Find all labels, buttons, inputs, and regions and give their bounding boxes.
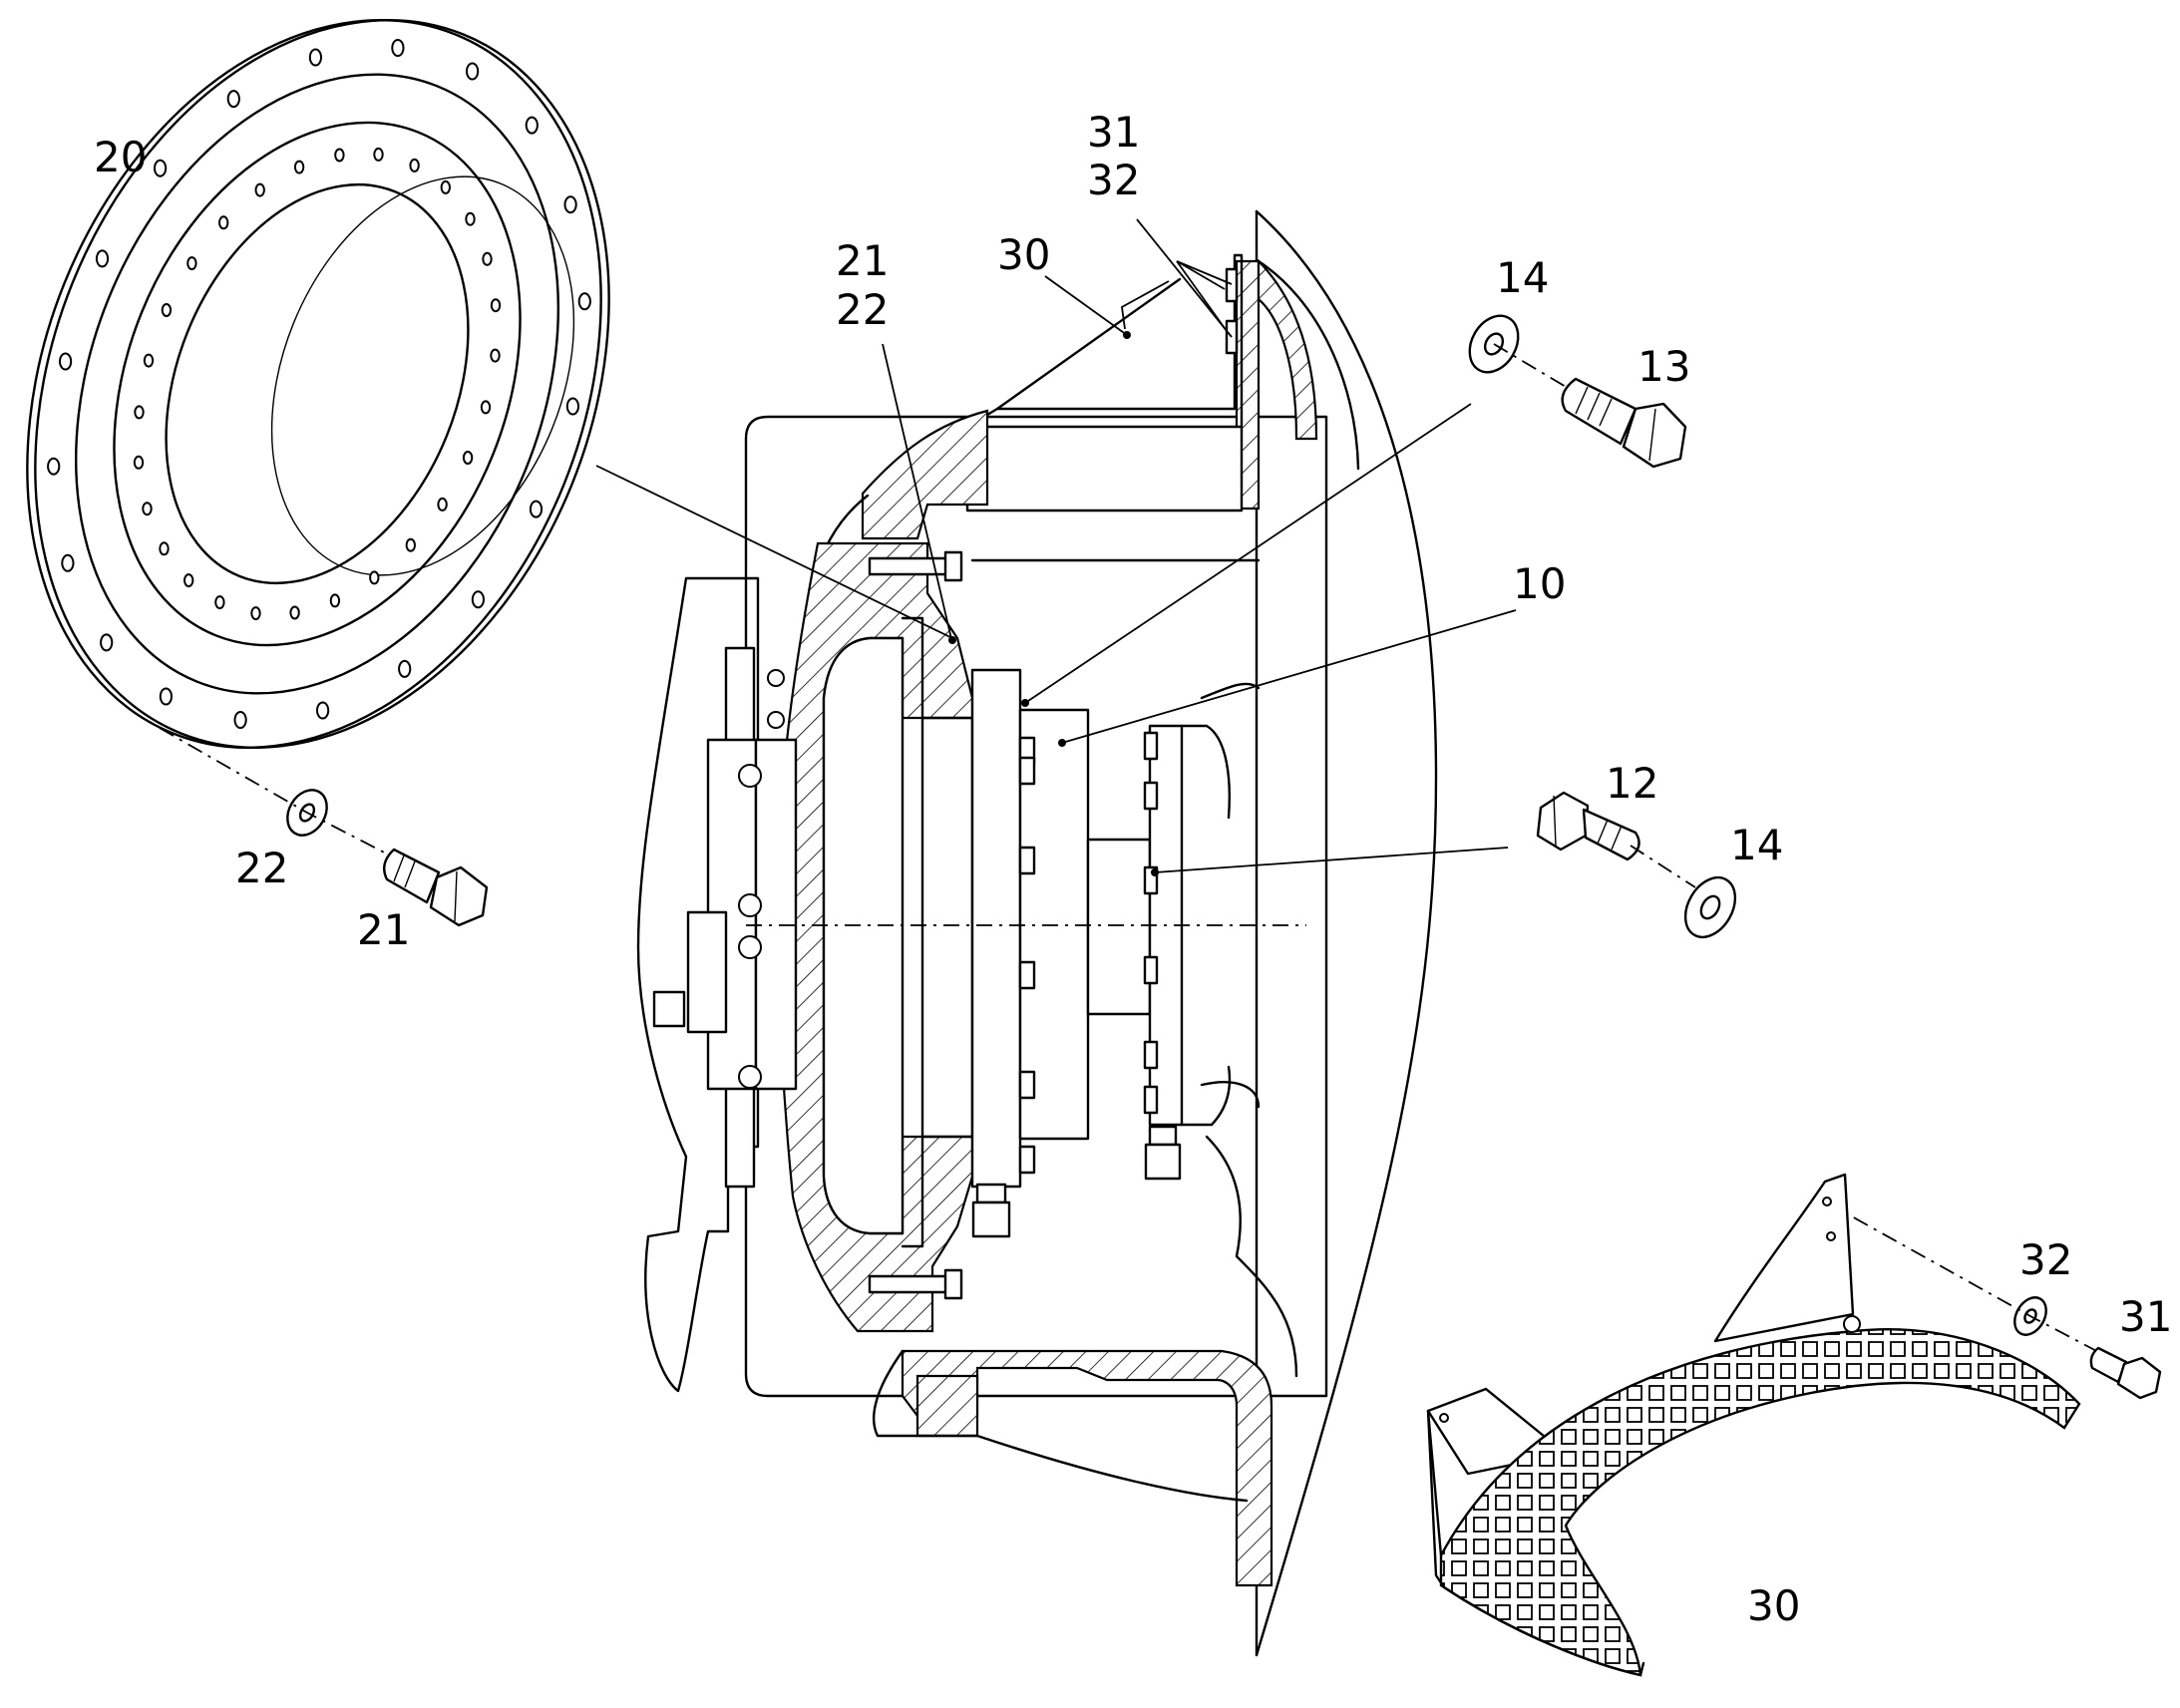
bolt-hole bbox=[250, 606, 261, 621]
callout-22-top: 22 bbox=[836, 285, 889, 334]
callout-32-top: 32 bbox=[1087, 156, 1140, 204]
bolt-hole bbox=[233, 711, 247, 729]
bolt-hole bbox=[154, 159, 168, 177]
bolt-part-21 bbox=[383, 848, 489, 927]
bolt-hole bbox=[226, 90, 240, 109]
leader-lines bbox=[595, 218, 1517, 876]
bolt-hole bbox=[480, 400, 492, 415]
bolt-hole bbox=[289, 605, 300, 620]
bolt-hole bbox=[316, 701, 330, 720]
bolt-hole bbox=[369, 570, 380, 585]
bolt-hole bbox=[373, 147, 384, 162]
bolt-hole bbox=[405, 537, 416, 552]
plate-bolt-head bbox=[1018, 846, 1036, 875]
plate-bolt-head bbox=[1143, 1085, 1159, 1115]
callout-31-right: 31 bbox=[2119, 1292, 2172, 1341]
bolt-hole bbox=[409, 158, 420, 172]
bolt-hole bbox=[61, 553, 75, 572]
cable-gland-right bbox=[1144, 1125, 1182, 1181]
bolt-hole bbox=[133, 455, 145, 470]
housing-bolt-lower bbox=[868, 1268, 963, 1300]
bolt-hole bbox=[159, 687, 173, 706]
bolt-hole bbox=[529, 500, 544, 518]
plate-bolt-head bbox=[1018, 1070, 1036, 1100]
callout-22-left: 22 bbox=[235, 844, 288, 892]
housing-bolt-upper bbox=[868, 550, 963, 582]
callout-10: 10 bbox=[1513, 559, 1566, 608]
bolt-part-12 bbox=[1536, 791, 1640, 861]
callout-12: 12 bbox=[1606, 759, 1658, 808]
plate-bolt-head bbox=[1143, 731, 1159, 761]
bolt-hole bbox=[334, 148, 345, 163]
bolt-hole bbox=[525, 116, 539, 135]
plate-bolt-head bbox=[1018, 960, 1036, 990]
bolt-hole bbox=[482, 251, 493, 266]
bolt-hole bbox=[391, 39, 405, 57]
plate-bolt-head bbox=[1143, 781, 1159, 811]
bolt-hole bbox=[329, 593, 341, 608]
bolt-hole bbox=[159, 541, 170, 556]
bolt-part-31 bbox=[2089, 1346, 2162, 1400]
callout-20: 20 bbox=[94, 133, 147, 181]
gearbox-section-part-10 bbox=[636, 209, 1438, 1657]
flange-bolt-holes bbox=[47, 39, 591, 729]
bolt-hole bbox=[565, 397, 580, 416]
callout-14-top: 14 bbox=[1496, 253, 1549, 302]
bolt-hole bbox=[471, 590, 485, 609]
bolt-part-13 bbox=[1561, 377, 1687, 469]
callout-13: 13 bbox=[1637, 342, 1690, 391]
plate-bolt-head bbox=[1018, 1145, 1036, 1175]
bolt-hole bbox=[437, 497, 448, 512]
callout-21-left: 21 bbox=[357, 905, 410, 954]
bolt-hole bbox=[577, 292, 591, 311]
bolt-hole bbox=[466, 62, 480, 81]
plate-bolt-head bbox=[1018, 756, 1036, 786]
bolt-hole bbox=[59, 352, 73, 371]
plate-bolt-rows bbox=[1018, 731, 1159, 1175]
plate-bolt-head bbox=[1143, 1040, 1159, 1070]
cable-gland-left bbox=[971, 1183, 1011, 1238]
bolt-hole bbox=[490, 298, 502, 313]
callout-31-top: 31 bbox=[1087, 108, 1140, 157]
callout-30-bottom: 30 bbox=[1747, 1581, 1800, 1630]
bolt-hole bbox=[465, 211, 476, 226]
bolt-hole bbox=[100, 633, 114, 652]
bolt-hole bbox=[218, 215, 229, 230]
bolt-hole bbox=[563, 195, 577, 214]
bolt-hole bbox=[490, 348, 501, 363]
plate-bolt-head bbox=[1143, 955, 1159, 985]
bolt-hole bbox=[47, 457, 61, 476]
bolt-hole bbox=[308, 48, 322, 67]
callout-21-top: 21 bbox=[836, 236, 889, 285]
bolt-hole bbox=[183, 573, 194, 588]
bolt-hole bbox=[214, 595, 225, 610]
perforated-guard-part-30 bbox=[1426, 1173, 2081, 1677]
bolt-hole bbox=[161, 303, 173, 317]
bolt-hole bbox=[462, 451, 474, 465]
flange-ring-part-20 bbox=[26, 19, 610, 749]
bolt-hole bbox=[293, 160, 305, 174]
bolt-hole bbox=[254, 182, 265, 197]
washer-part-14-mid bbox=[1683, 875, 1737, 939]
callout-14-mid: 14 bbox=[1730, 821, 1783, 869]
bolt-hole bbox=[134, 405, 145, 420]
bolt-hole bbox=[440, 179, 451, 194]
bolt-hole bbox=[142, 502, 153, 516]
callout-32-right: 32 bbox=[2019, 1235, 2072, 1284]
bolt-hole bbox=[186, 256, 197, 271]
bolt-hole bbox=[398, 659, 412, 678]
bolt-hole bbox=[143, 353, 155, 368]
callout-30-top: 30 bbox=[997, 230, 1050, 279]
bolt-hole bbox=[95, 249, 110, 268]
